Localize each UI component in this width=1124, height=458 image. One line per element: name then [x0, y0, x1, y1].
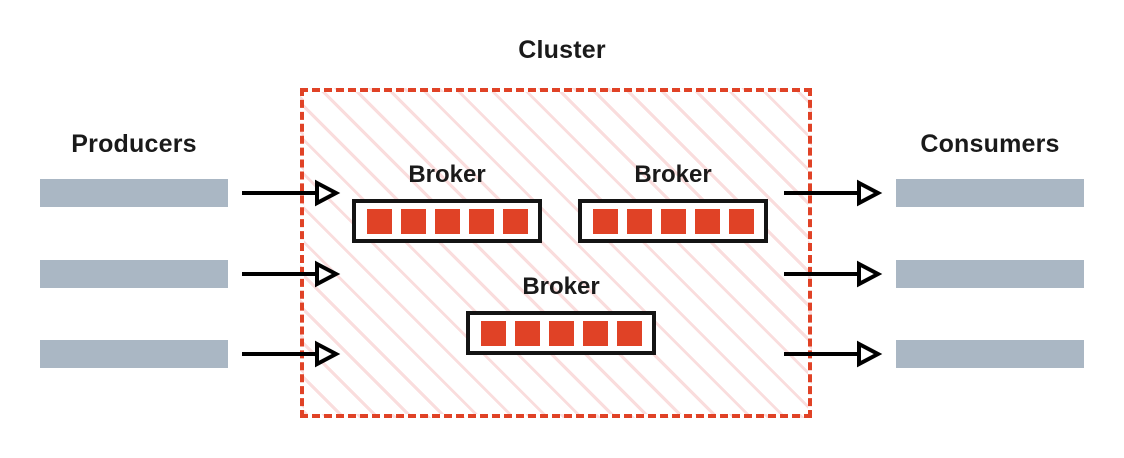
broker-label-3: Broker — [522, 273, 600, 300]
broker-node-2: Broker — [578, 163, 768, 243]
arrow-producer-2-icon — [242, 260, 341, 288]
consumer-node-1 — [896, 179, 1084, 207]
arrow-producer-1-icon — [242, 179, 341, 207]
partition — [592, 208, 618, 234]
arrow-consumer-1-icon — [784, 179, 883, 207]
broker-partitions-3 — [466, 311, 656, 355]
consumers-title: Consumers — [920, 130, 1060, 158]
partition — [548, 320, 574, 346]
broker-node-3: Broker — [466, 275, 656, 355]
partition — [660, 208, 686, 234]
broker-partitions-1 — [352, 199, 542, 243]
broker-label-2: Broker — [634, 161, 712, 188]
partition — [502, 208, 528, 234]
broker-partitions-2 — [578, 199, 768, 243]
partition — [694, 208, 720, 234]
partition — [616, 320, 642, 346]
arrow-consumer-2-icon — [784, 260, 883, 288]
broker-label-1: Broker — [408, 161, 486, 188]
partition — [468, 208, 494, 234]
partition — [480, 320, 506, 346]
broker-node-1: Broker — [352, 163, 542, 243]
arrow-consumer-3-icon — [784, 340, 883, 368]
cluster-title: Cluster — [518, 36, 606, 64]
producers-title: Producers — [71, 130, 197, 158]
arrow-producer-3-icon — [242, 340, 341, 368]
partition — [434, 208, 460, 234]
partition — [582, 320, 608, 346]
partition — [626, 208, 652, 234]
cluster-boundary — [300, 88, 812, 418]
producer-node-1 — [40, 179, 228, 207]
producer-node-3 — [40, 340, 228, 368]
partition — [514, 320, 540, 346]
producer-node-2 — [40, 260, 228, 288]
partition — [366, 208, 392, 234]
consumer-node-2 — [896, 260, 1084, 288]
partition — [400, 208, 426, 234]
partition — [728, 208, 754, 234]
consumer-node-3 — [896, 340, 1084, 368]
